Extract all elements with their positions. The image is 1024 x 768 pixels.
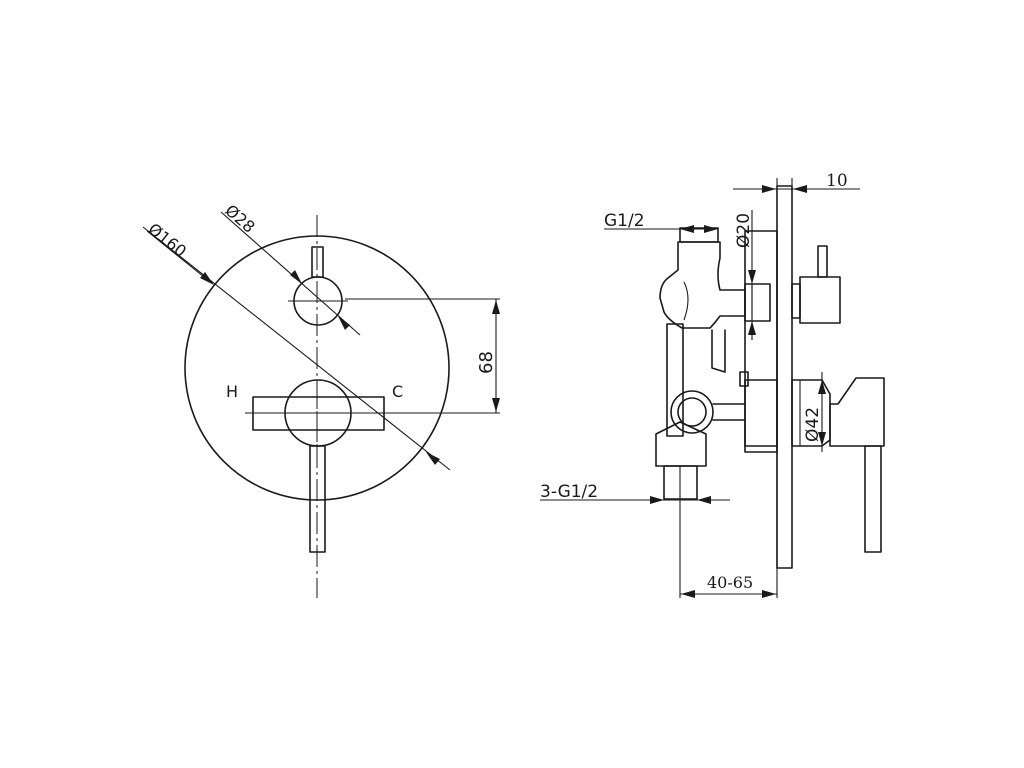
dim-plate-arrow-left [762,185,776,193]
valve-upper-detail [683,281,689,321]
inlet-connector [712,403,746,421]
bottom-inlet-block [655,421,707,467]
dim-outer-diameter-text: Ø160 [145,219,191,261]
inlet-inner-ring [677,397,707,427]
dim-cap-arrow-top [290,270,302,284]
front-view: H C Ø160 Ø28 68 [142,201,500,598]
dim-spout-arrow-bottom [748,321,756,335]
dim-cap-diameter-line [220,211,361,336]
dim-inlets-arrow-right [697,496,711,504]
dim-spacing-text: 68 [476,351,497,374]
dim-outer-diameter-line [142,226,451,471]
hot-label: H [226,382,238,401]
dim-cap-arrow-bottom [338,316,350,330]
spout-stub [744,283,771,322]
dim-depth-range-text: 40-65 [707,573,753,592]
dim-spacing-arrow-top [492,300,500,314]
side-view: 10 G1/2 Ø20 Ø42 3-G1/2 40-65 [540,171,885,598]
dim-spout-arrow-top [748,270,756,284]
dim-outer-arrow-top [200,272,214,285]
dim-top-thread-arrow-right [704,225,718,233]
inlet-outer-ring [670,390,714,434]
dim-outer-diameter-line-leader [146,230,210,282]
handle-head-side [829,377,885,447]
handle-lever-side [864,445,882,553]
dim-outer-arrow-bottom [426,452,440,465]
dim-spout-diameter-text: Ø20 [734,213,754,248]
cold-label: C [392,382,403,401]
diverter-knob-side [799,276,841,324]
cartridge-sleeve [739,371,749,387]
dim-spacing-arrow-bottom [492,398,500,412]
dim-inlets-arrow-left [650,496,664,504]
dim-plate-arrow-right [793,185,807,193]
diverter-knob-collar [791,283,801,319]
valve-diverter-shaft [711,329,726,373]
dim-body-diameter-text: Ø42 [803,407,823,442]
valve-vertical-body [666,323,684,437]
valve-upper-body [659,241,746,329]
dim-depth-arrow-left [681,590,695,598]
cartridge-body [744,379,778,447]
dim-body-arrow-bottom [818,432,826,446]
dim-plate-thickness-text: 10 [826,171,848,191]
wall-plate [744,230,778,453]
dim-inlets-text: 3-G1/2 [540,482,598,502]
dim-cap-diameter-text: Ø28 [221,201,258,237]
dim-body-arrow-top [818,380,826,394]
diverter-stem-side [817,245,828,278]
dim-top-thread-text: G1/2 [604,211,645,231]
dim-depth-arrow-right [762,590,776,598]
dim-top-thread-arrow-left [680,225,694,233]
handle-lever [309,445,326,553]
cover-plate-side [776,185,793,569]
